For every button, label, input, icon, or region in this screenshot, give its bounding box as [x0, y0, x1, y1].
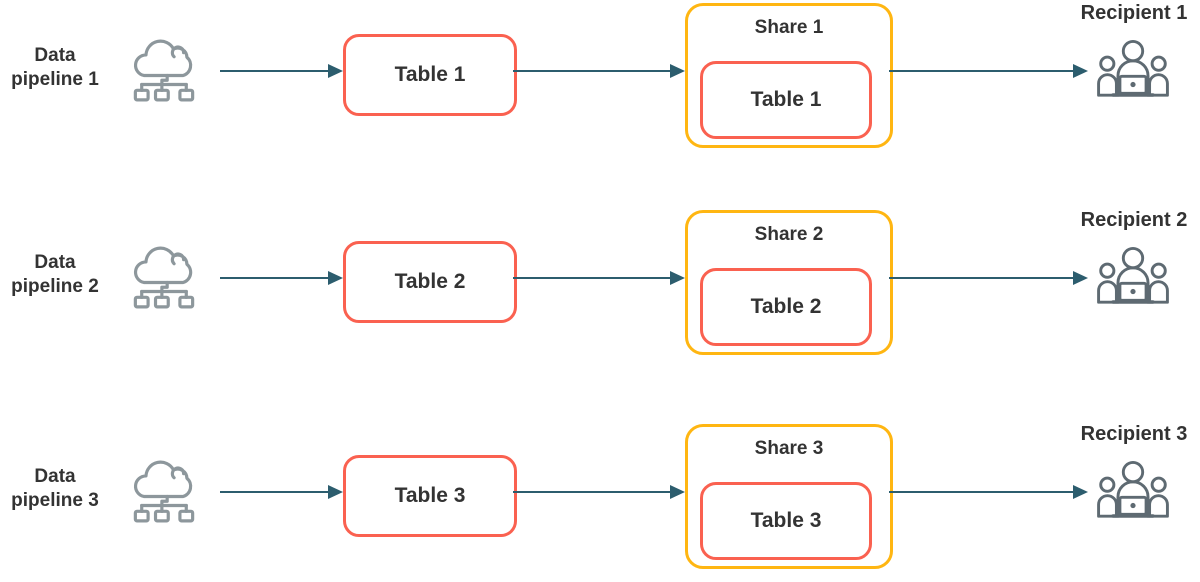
shared-table-label: Table 2	[750, 295, 822, 318]
pipeline-row-1: Data pipeline 1 Table 1 Share 1 Table 1 …	[0, 0, 1200, 170]
recipient-label: Recipient 3	[1080, 423, 1188, 445]
share-box: Share 3 Table 3	[685, 424, 893, 569]
people-group-laptop-icon	[1094, 245, 1172, 314]
pipeline-row-3: Data pipeline 3 Table 3 Share 3 Table 3 …	[0, 421, 1200, 582]
recipient-label: Recipient 1	[1080, 2, 1188, 24]
flow-arrow-share-to-recipient	[889, 485, 1088, 499]
flow-arrow-share-to-recipient	[889, 64, 1088, 78]
table-box: Table 3	[343, 455, 517, 537]
flow-arrow-source-to-table	[220, 271, 343, 285]
share-label: Share 2	[754, 224, 824, 245]
shared-table-label: Table 3	[750, 509, 822, 532]
shared-table-label: Table 1	[750, 88, 822, 111]
flow-arrow-table-to-share	[513, 271, 685, 285]
table-label: Table 2	[394, 270, 466, 293]
arrowhead-icon	[1073, 271, 1088, 285]
flow-arrow-source-to-table	[220, 64, 343, 78]
table-box: Table 1	[343, 34, 517, 116]
shared-table-box: Table 1	[700, 61, 872, 139]
arrowhead-icon	[670, 271, 685, 285]
table-label: Table 1	[394, 63, 466, 86]
table-box: Table 2	[343, 241, 517, 323]
flow-arrow-share-to-recipient	[889, 271, 1088, 285]
data-pipeline-label: Data pipeline 2	[11, 252, 99, 298]
data-pipeline-label: Data pipeline 3	[11, 466, 99, 512]
arrowhead-icon	[1073, 64, 1088, 78]
share-label: Share 3	[754, 438, 824, 459]
share-box: Share 1 Table 1	[685, 3, 893, 148]
people-group-laptop-icon	[1094, 459, 1172, 528]
arrowhead-icon	[328, 271, 343, 285]
arrowhead-icon	[1073, 485, 1088, 499]
recipient-label: Recipient 2	[1080, 209, 1188, 231]
share-box: Share 2 Table 2	[685, 210, 893, 355]
flow-arrow-source-to-table	[220, 485, 343, 499]
flow-arrow-table-to-share	[513, 485, 685, 499]
share-label: Share 1	[754, 17, 824, 38]
people-group-laptop-icon	[1094, 38, 1172, 107]
table-label: Table 3	[394, 484, 466, 507]
arrowhead-icon	[670, 64, 685, 78]
data-pipeline-label: Data pipeline 1	[11, 45, 99, 91]
cloud-network-icon	[127, 239, 201, 314]
flow-arrow-table-to-share	[513, 64, 685, 78]
cloud-network-icon	[127, 32, 201, 107]
shared-table-box: Table 2	[700, 268, 872, 346]
arrowhead-icon	[328, 485, 343, 499]
arrowhead-icon	[670, 485, 685, 499]
shared-table-box: Table 3	[700, 482, 872, 560]
arrowhead-icon	[328, 64, 343, 78]
cloud-network-icon	[127, 453, 201, 528]
pipeline-row-2: Data pipeline 2 Table 2 Share 2 Table 2 …	[0, 207, 1200, 377]
